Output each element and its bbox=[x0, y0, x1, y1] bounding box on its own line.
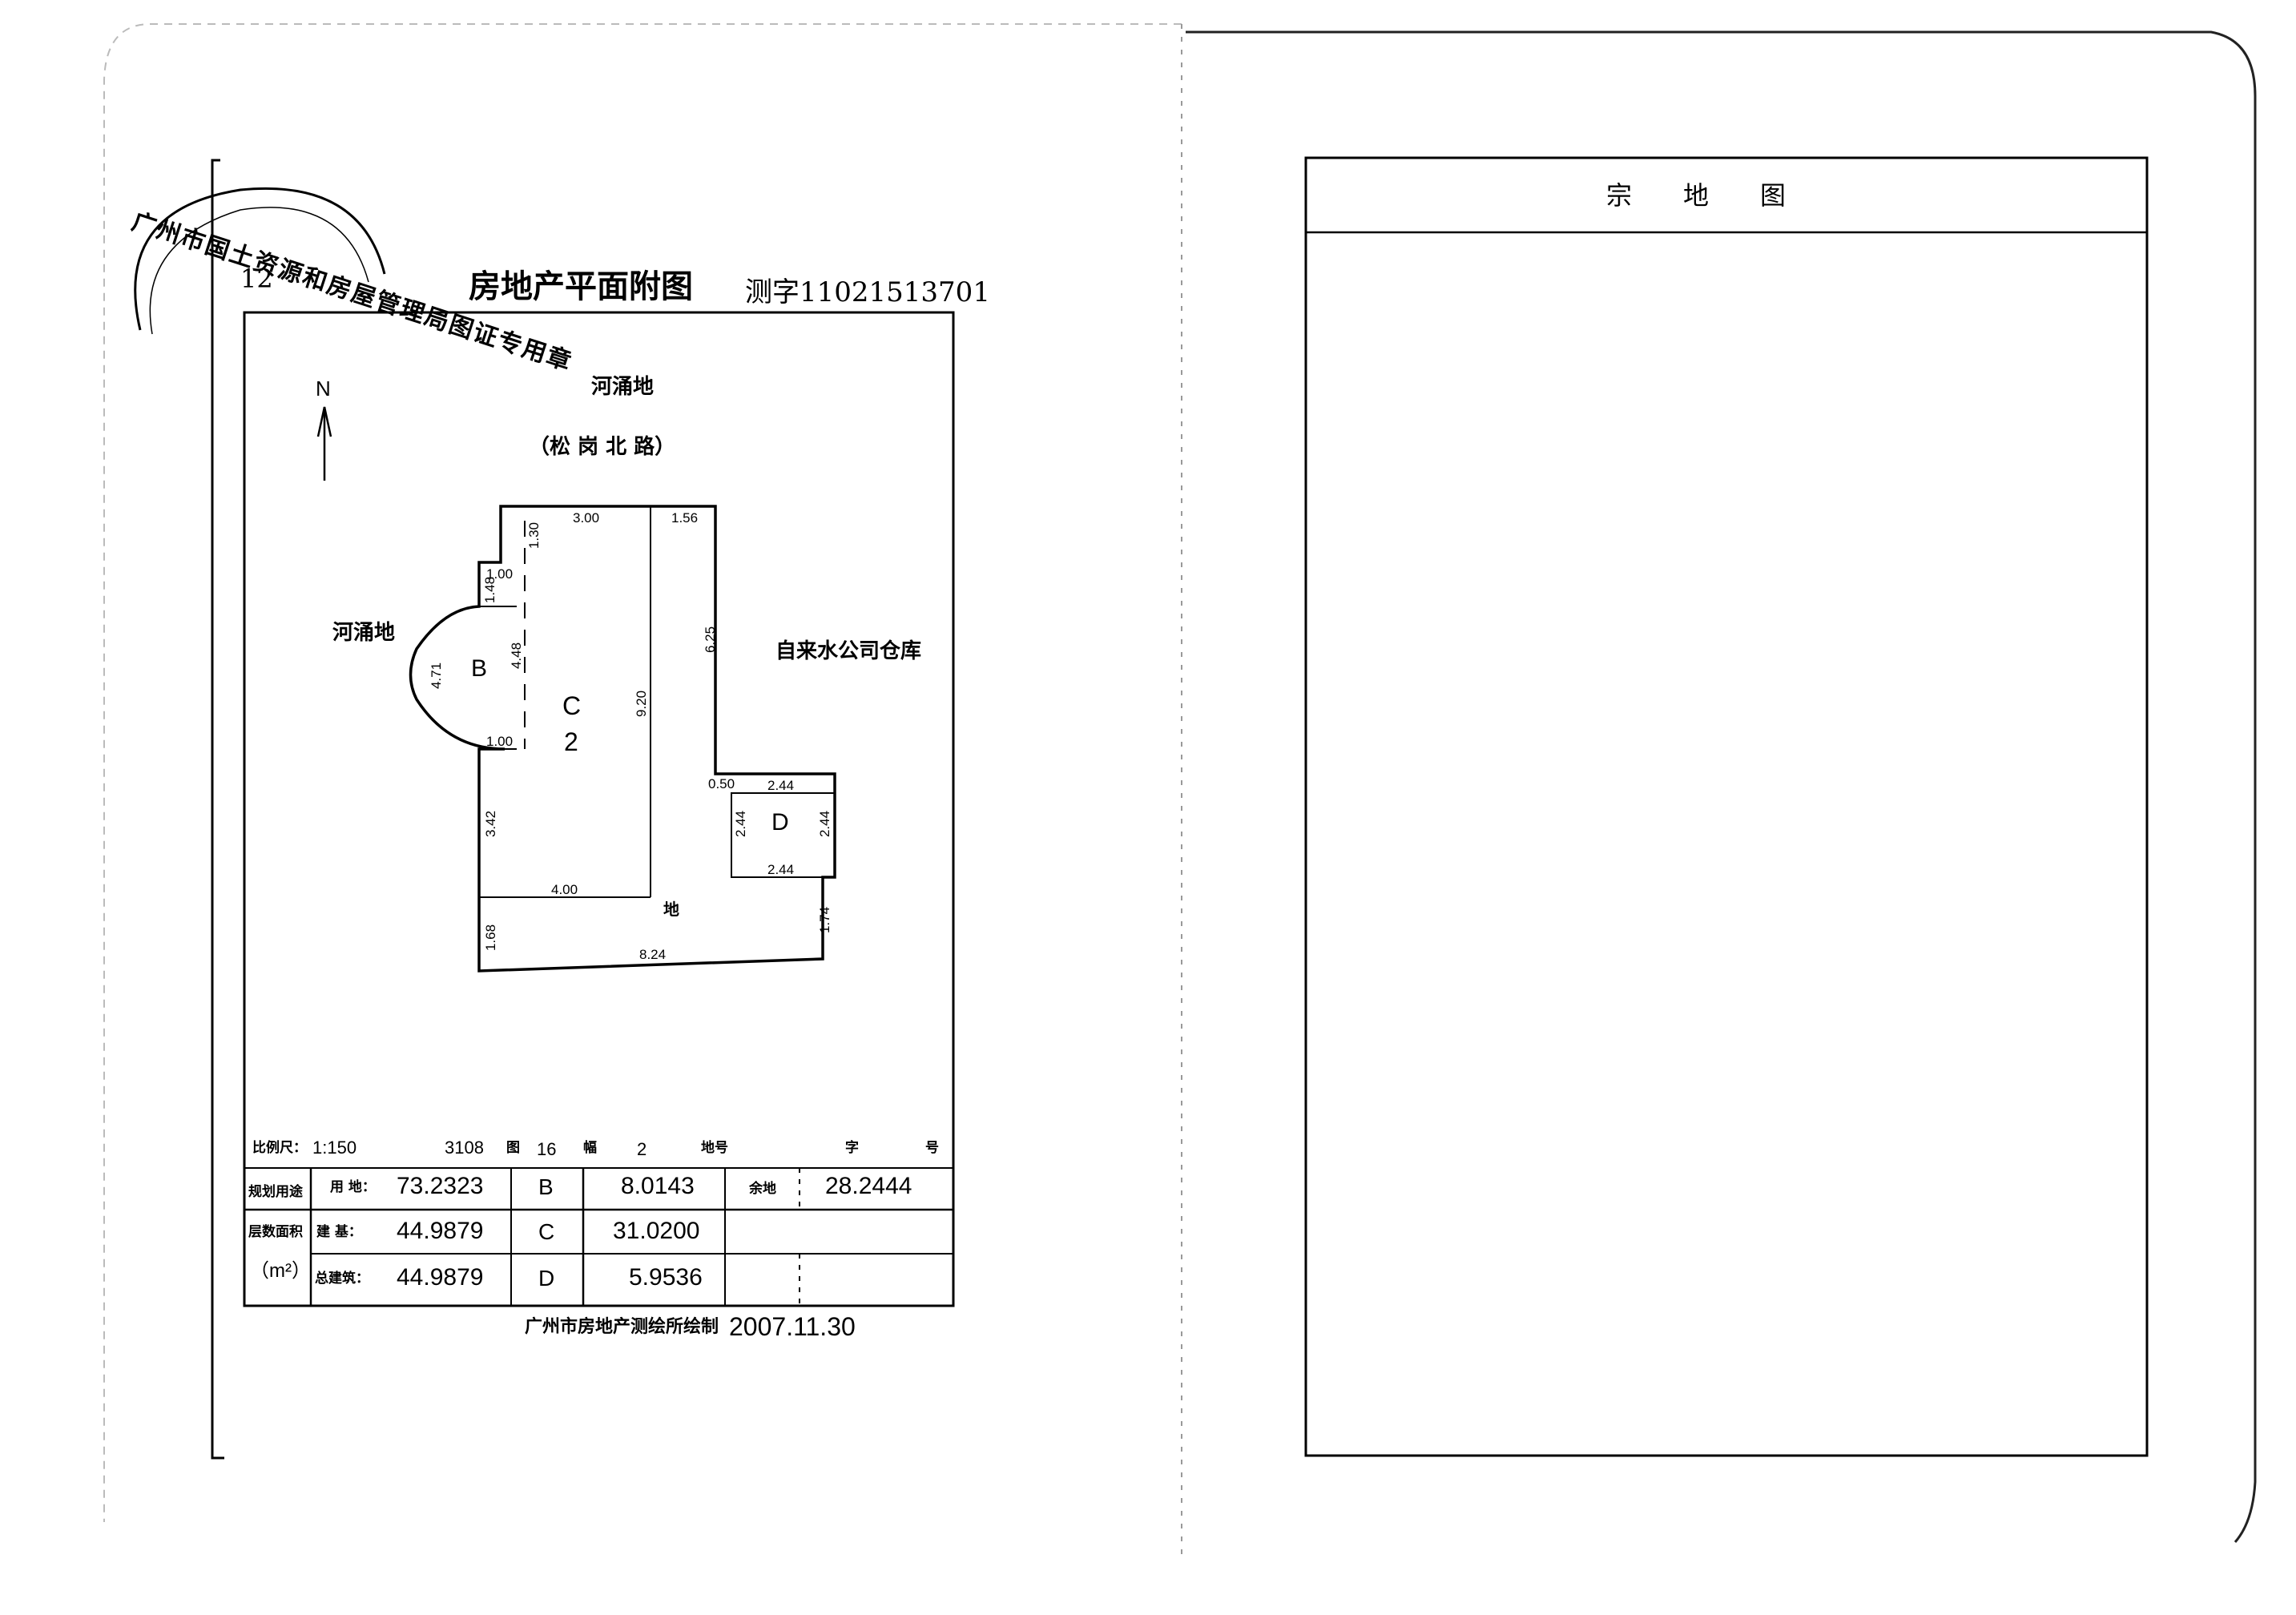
row2-zone: C bbox=[538, 1219, 555, 1244]
dim-west-bottom: 1.68 bbox=[483, 924, 499, 952]
right-frame bbox=[1304, 156, 2149, 1457]
plan-frame bbox=[243, 311, 955, 1307]
dim-west-lower: 3.42 bbox=[483, 810, 499, 838]
dim-b-top: 1.00 bbox=[486, 566, 514, 582]
row3-zone-value: 5.9536 bbox=[629, 1264, 703, 1291]
left-page-outline bbox=[103, 23, 1182, 1522]
table-grid bbox=[244, 1167, 953, 1306]
zone-d-label: D bbox=[771, 809, 789, 836]
table-header-area: 层数面积 bbox=[248, 1224, 303, 1240]
map-sheet-no: 3108 bbox=[445, 1138, 484, 1158]
dim-c-left-top: 1.30 bbox=[526, 522, 542, 550]
survey-code: 测字11021513701 bbox=[745, 276, 990, 308]
row1-value: 73.2323 bbox=[397, 1173, 484, 1199]
zone-c-label: C bbox=[562, 691, 582, 720]
road-label: （松 岗 北 路） bbox=[529, 435, 676, 459]
dim-c-height: 9.20 bbox=[634, 690, 650, 718]
dim-top-c: 3.00 bbox=[573, 510, 600, 526]
row3-value: 44.9879 bbox=[397, 1264, 484, 1291]
dim-south: 8.24 bbox=[639, 947, 667, 962]
sheet-no: 16 bbox=[537, 1139, 557, 1159]
row1-label: 用 地： bbox=[330, 1179, 376, 1195]
row2-value: 44.9879 bbox=[397, 1218, 484, 1244]
zone-b-label: B bbox=[471, 655, 488, 682]
ground-label: 地 bbox=[663, 900, 679, 919]
dim-step: 0.50 bbox=[708, 776, 735, 791]
right-page-outline bbox=[1186, 30, 2257, 1543]
dim-d-top: 2.44 bbox=[767, 778, 795, 793]
seal-number: 12 bbox=[240, 264, 273, 294]
dim-east-lower: 1.74 bbox=[817, 906, 833, 934]
dim-b-arc: 4.71 bbox=[429, 662, 445, 690]
row1-extra-label: 余地 bbox=[749, 1181, 776, 1197]
dim-b-side-mid: 4.48 bbox=[509, 642, 525, 670]
building-outline bbox=[409, 505, 836, 973]
dim-d-bottom: 2.44 bbox=[767, 862, 795, 877]
dim-d-left: 2.44 bbox=[733, 810, 749, 838]
dim-d-right: 2.44 bbox=[817, 810, 833, 838]
number-label: 号 bbox=[925, 1140, 939, 1156]
east-neighbor-label: 自来水公司仓库 bbox=[775, 639, 922, 663]
row1-zone-value: 8.0143 bbox=[621, 1173, 695, 1199]
dim-b-side-top: 1.48 bbox=[482, 576, 498, 604]
dim-top-right: 1.56 bbox=[671, 510, 699, 526]
row1-zone: B bbox=[538, 1174, 554, 1199]
issue-date: 2007.11.30 bbox=[729, 1312, 856, 1341]
seal-ring bbox=[134, 187, 386, 335]
table-header-use: 规划用途 bbox=[248, 1184, 303, 1200]
dim-east-upper: 6.25 bbox=[703, 626, 719, 654]
dim-c-bottom: 4.00 bbox=[551, 882, 578, 897]
row2-label: 建 基： bbox=[316, 1224, 362, 1240]
north-neighbor-label: 河涌地 bbox=[591, 375, 655, 399]
north-label: N bbox=[316, 377, 331, 401]
sheet-label: 幅 bbox=[583, 1140, 597, 1156]
binding-bracket bbox=[211, 159, 224, 1460]
row2-zone-value: 31.0200 bbox=[613, 1218, 700, 1244]
parcel-label: 地号 bbox=[701, 1140, 728, 1156]
issuer-label: 广州市房地产测绘所绘制 bbox=[525, 1316, 719, 1337]
word-label: 字 bbox=[845, 1140, 859, 1156]
scale-label: 比例尺： bbox=[252, 1140, 307, 1156]
dim-b-bottom: 1.00 bbox=[486, 734, 514, 749]
row3-zone: D bbox=[538, 1266, 555, 1291]
row3-label: 总建筑： bbox=[315, 1271, 369, 1287]
scale-value: 1:150 bbox=[312, 1138, 357, 1158]
row1-extra-value: 28.2444 bbox=[825, 1173, 912, 1199]
west-neighbor-label: 河涌地 bbox=[332, 621, 396, 645]
parcel-no: 2 bbox=[637, 1139, 647, 1159]
official-seal: 广州市国土资源和房屋管理局图证专用章 12 bbox=[120, 178, 576, 378]
table-header-unit: （m²） bbox=[250, 1260, 311, 1282]
d-area-outline bbox=[731, 792, 836, 878]
zone-c-sub-label: 2 bbox=[564, 727, 578, 756]
north-arrow bbox=[316, 406, 332, 481]
map-label: 图 bbox=[506, 1140, 520, 1156]
page-title: 房地产平面附图 bbox=[469, 268, 693, 305]
right-page-title: 宗 地 图 bbox=[1606, 180, 1786, 211]
